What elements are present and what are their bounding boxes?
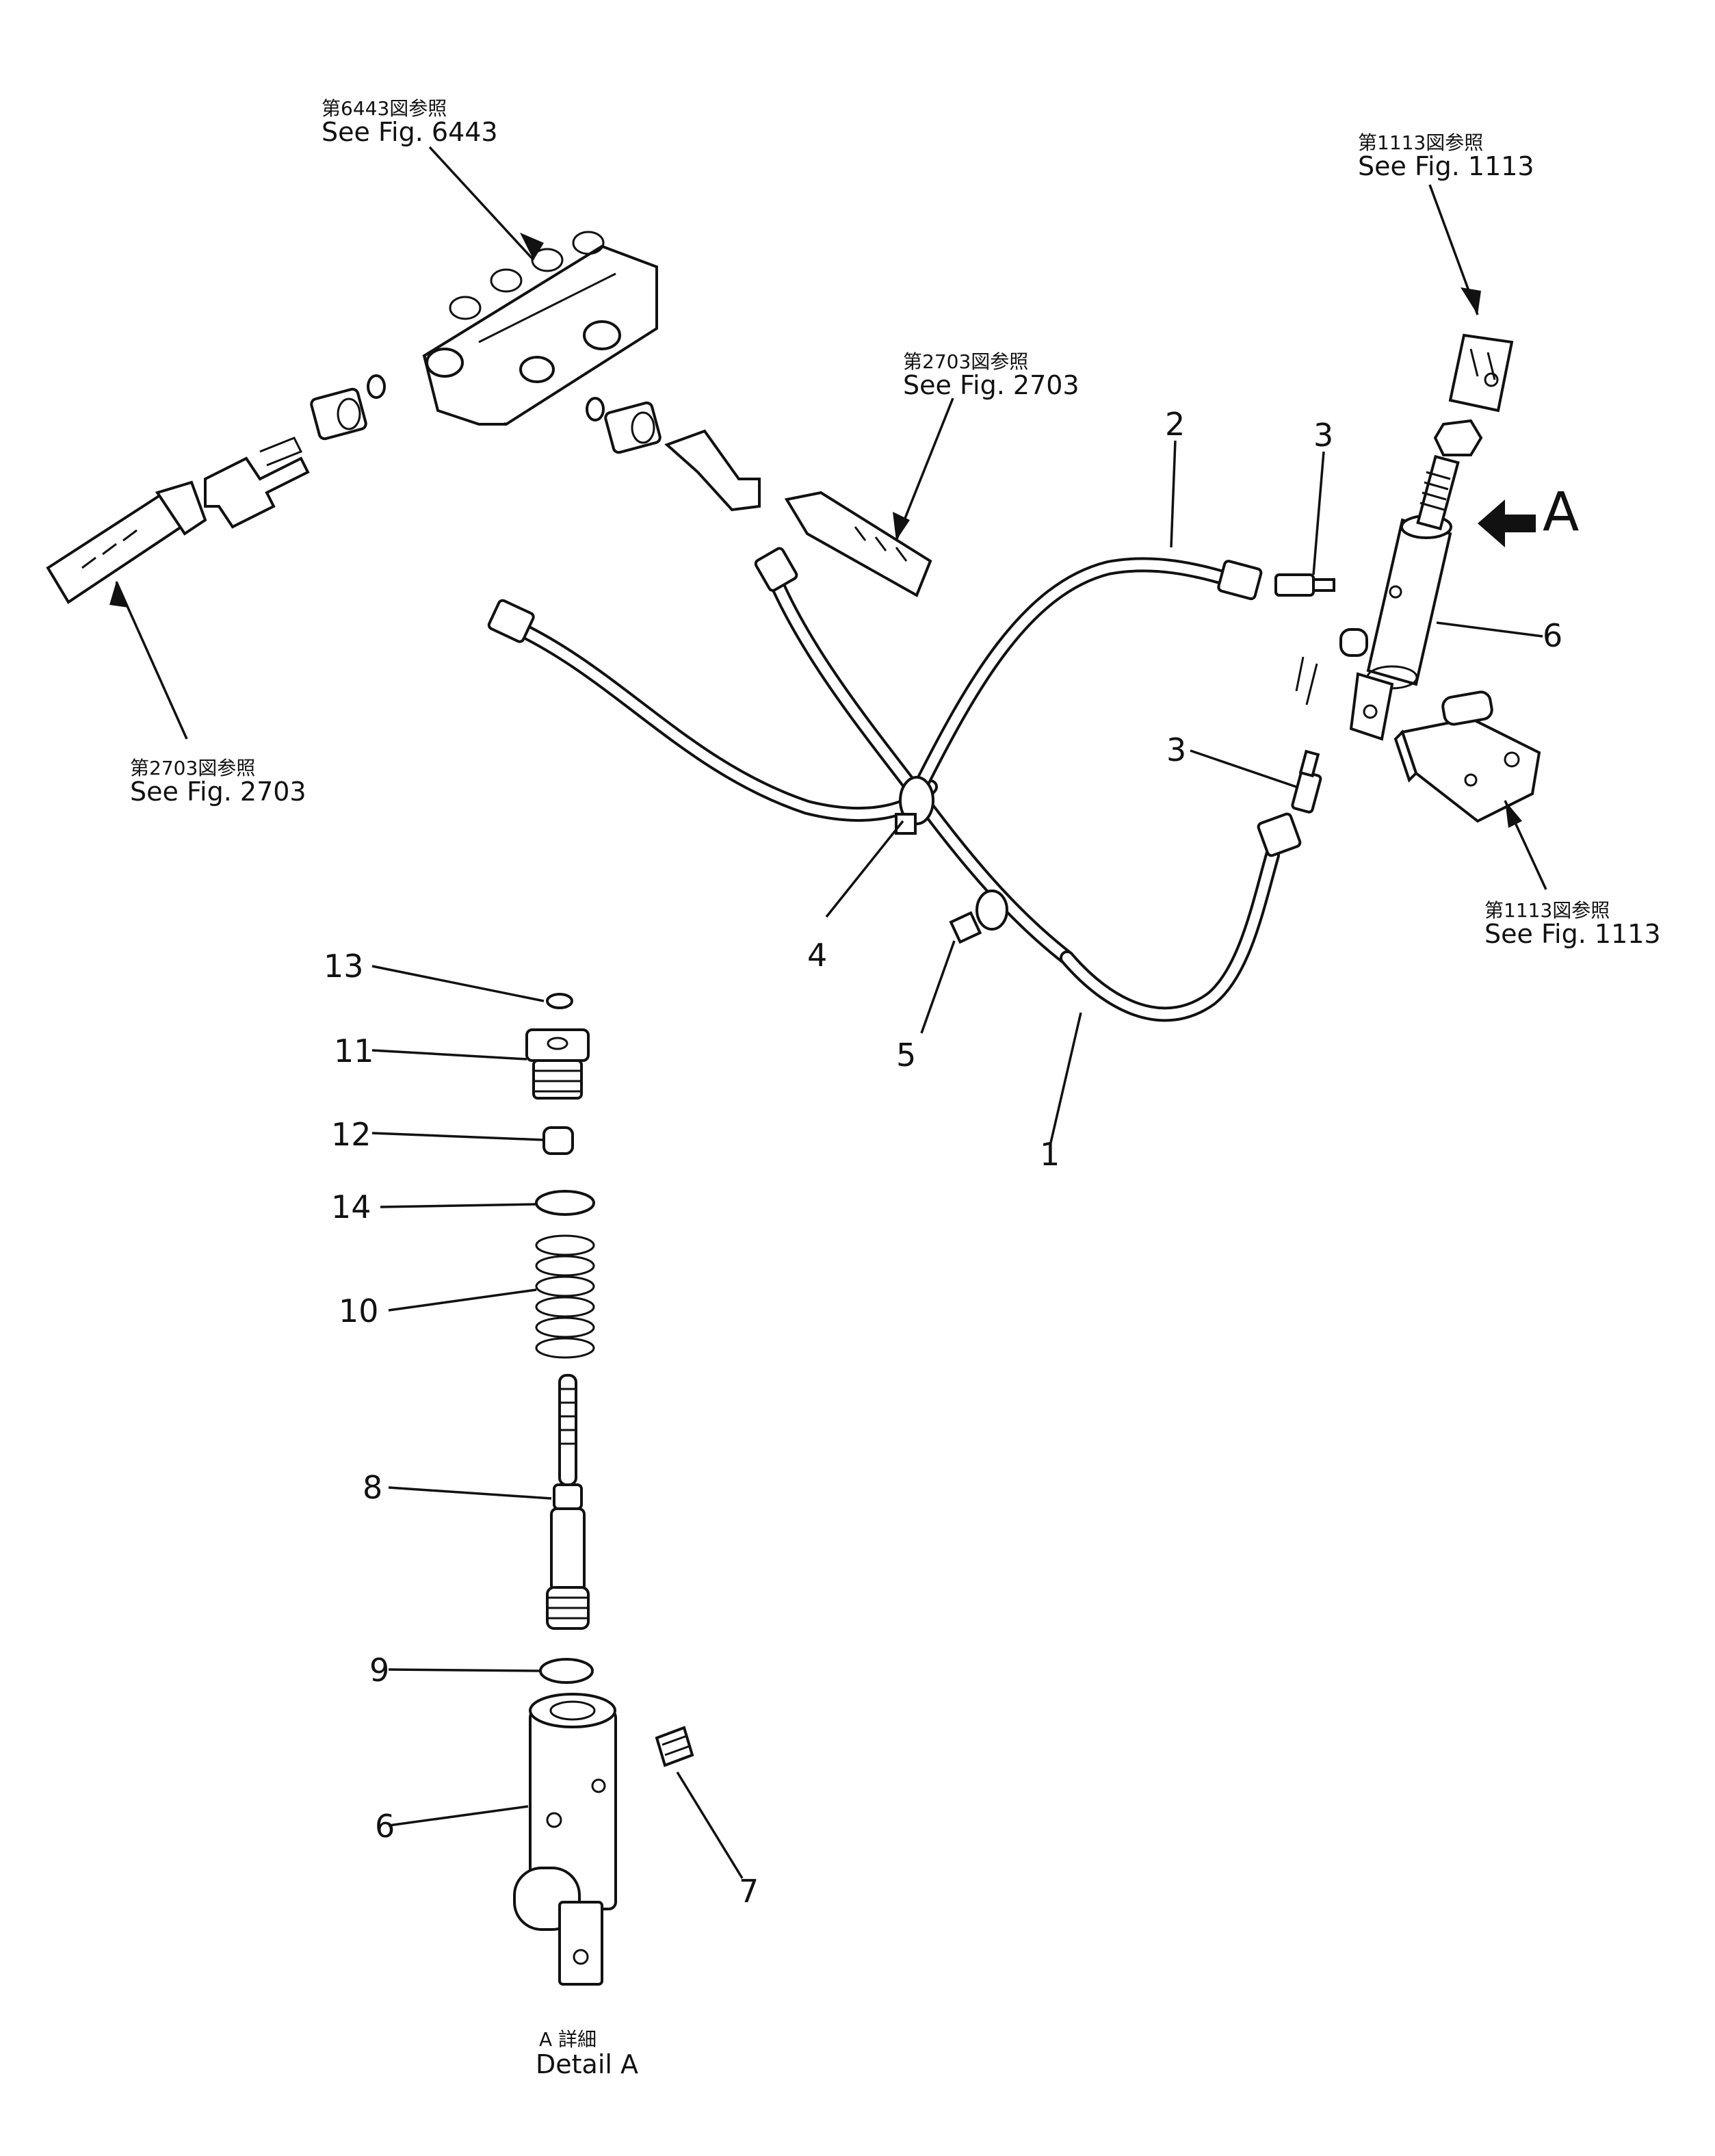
svg-text:第6443図参照: 第6443図参照 (322, 97, 447, 120)
callout-14: 14 (331, 1189, 371, 1225)
svg-text:Detail A: Detail A (536, 2049, 638, 2079)
part-11-plug (525, 1028, 590, 1100)
seal-washer-right (586, 397, 605, 421)
callout-13: 13 (324, 948, 364, 985)
view-marker-a: A (1543, 482, 1579, 543)
callout-11: 11 (334, 1032, 374, 1069)
svg-text:第1113図参照: 第1113図参照 (1358, 131, 1483, 154)
cotter-pin (1295, 656, 1318, 705)
hose-end-left (487, 599, 535, 643)
part-6-cylinder-body (513, 1693, 617, 1986)
callout-9: 9 (369, 1652, 389, 1689)
elbow-fitting (664, 429, 761, 512)
part-7-plug (655, 1726, 694, 1767)
callout-10: 10 (339, 1293, 379, 1329)
nut-left (310, 387, 367, 441)
callout-6-top: 6 (1543, 617, 1562, 654)
reference-fig1113-top: 第1113図参照 See Fig. 1113 (1358, 131, 1534, 181)
reference-fig1113-right: 第1113図参照 See Fig. 1113 (1484, 899, 1661, 949)
part-10-spring (535, 1234, 595, 1359)
hose-end-2 (1217, 560, 1263, 601)
tee-fitting (204, 437, 310, 529)
callout-12: 12 (331, 1116, 371, 1153)
hose-left-to-2703 (46, 480, 207, 604)
rod-end-threaded (1416, 454, 1460, 531)
leader-lines (109, 146, 1547, 1879)
connector-3-top (1274, 573, 1335, 597)
reference-fig2703-top: 第2703図参照 See Fig. 2703 (903, 350, 1079, 400)
hose-end-1 (1257, 812, 1302, 857)
clamp-5 (949, 889, 1008, 944)
callout-8: 8 (363, 1469, 382, 1506)
svg-text:See Fig. 2703: See Fig. 2703 (130, 777, 306, 807)
svg-text:See Fig. 1113: See Fig. 1113 (1484, 919, 1661, 949)
svg-text:A 詳細: A 詳細 (539, 2028, 597, 2051)
svg-text:See Fig. 2703: See Fig. 2703 (903, 370, 1079, 400)
svg-text:第1113図参照: 第1113図参照 (1484, 899, 1610, 922)
callout-5: 5 (896, 1037, 916, 1074)
svg-text:第2703図参照: 第2703図参照 (903, 350, 1028, 373)
nut-top (1433, 419, 1483, 456)
clevis-top (1448, 333, 1514, 413)
hose-right-to-2703 (784, 491, 932, 597)
part-14-oring (535, 1190, 595, 1216)
callout-6-detail: 6 (375, 1808, 395, 1845)
svg-text:See Fig. 6443: See Fig. 6443 (322, 117, 498, 147)
callout-7: 7 (739, 1873, 759, 1910)
part-9-oring (539, 1658, 594, 1684)
detail-a-exploded-view (513, 993, 694, 1986)
cylinder-6 (1339, 515, 1452, 741)
part-8-piston (546, 1374, 590, 1630)
callout-numbers: 2 3 3 6 4 5 1 13 11 12 14 10 8 9 6 7 (324, 406, 1562, 1910)
callout-2: 2 (1165, 406, 1185, 443)
valve-body (422, 231, 658, 426)
part-13-oring (546, 993, 573, 1009)
bracket (1393, 690, 1541, 823)
callout-3-top: 3 (1313, 417, 1333, 454)
reference-fig2703-left: 第2703図参照 See Fig. 2703 (130, 757, 306, 807)
callout-1: 1 (1040, 1136, 1060, 1173)
seal-washer-left (367, 374, 386, 399)
callout-4: 4 (807, 937, 827, 974)
hose-assembly (499, 557, 1280, 1022)
svg-text:See Fig. 1113: See Fig. 1113 (1358, 151, 1534, 181)
view-arrow-a (1478, 499, 1536, 547)
detail-a-caption: A 詳細 Detail A (536, 2028, 638, 2079)
svg-text:第2703図参照: 第2703図参照 (130, 757, 255, 779)
hose-end-top (754, 547, 798, 592)
reference-fig6443: 第6443図参照 See Fig. 6443 (322, 97, 498, 147)
callout-3-bottom: 3 (1166, 731, 1186, 768)
nut-right (604, 401, 662, 454)
connector-3-bottom (1291, 749, 1322, 814)
part-12-seat (542, 1126, 574, 1155)
